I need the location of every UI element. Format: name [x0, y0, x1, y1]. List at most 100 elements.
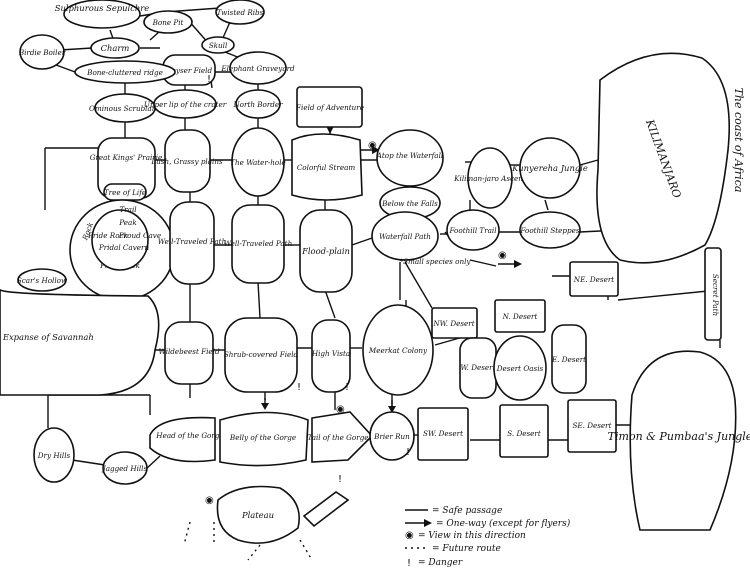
region-charm[interactable]: Charm: [90, 37, 140, 59]
region-colorful-stream[interactable]: Colorful Stream: [291, 133, 363, 201]
region-label: Birdie Boiler: [18, 48, 66, 57]
region-lush-grassy-plains[interactable]: Lush, Grassy plains: [150, 129, 223, 193]
region-tree-of-life[interactable]: Tree of Life: [103, 183, 147, 201]
region-n-desert[interactable]: N. Desert: [494, 299, 546, 333]
region-se-desert[interactable]: SE. Desert: [567, 399, 617, 453]
region-kilimanjaro-ascent[interactable]: Kiliman-jaro Ascent: [453, 147, 526, 209]
region-label: Secret Path: [711, 274, 720, 316]
secret-bridge[interactable]: !: [302, 474, 350, 528]
region-great-kings-prairie[interactable]: Great Kings' Prairie: [90, 137, 163, 199]
region-belly-of-the-gorge[interactable]: Belly of the Gorge: [219, 411, 309, 467]
region-label: Tree of Life: [104, 188, 146, 197]
region-nw-desert[interactable]: NW. Desert: [431, 307, 478, 339]
map-legend: = Safe passage = One-way (except for fly…: [405, 506, 571, 569]
region-kunyereha-jungle[interactable]: Kunyereha Jungle: [511, 137, 588, 199]
region-label: Bone Pit: [152, 18, 184, 27]
region-twisted-ribs[interactable]: Twisted Ribs: [215, 0, 265, 25]
region-wildebeest-field[interactable]: Wildebeest Field: [158, 321, 220, 385]
region-elephant-graveyard[interactable]: Elephant Graveyard: [220, 51, 295, 85]
legend-danger: = Danger: [418, 558, 463, 568]
region-label: SW. Desert: [423, 429, 463, 438]
future-routes: [183, 521, 313, 561]
region-label: W. Desert: [461, 363, 496, 372]
region-brier-run[interactable]: Brier Run !: [369, 411, 415, 461]
region-meerkat-colony[interactable]: Meerkat Colony: [362, 304, 434, 396]
region-flood-plain[interactable]: Flood-plain: [299, 209, 353, 293]
region-ne-desert[interactable]: NE. Desert: [569, 261, 619, 297]
region-high-vista[interactable]: High Vista: [311, 319, 351, 393]
region-label: Pridal Cavern: [98, 243, 150, 252]
region-desert-oasis[interactable]: Desert Oasis: [493, 335, 547, 401]
region-label: Waterfall Path: [379, 232, 431, 241]
region-foothill-trail[interactable]: Foothill Trail ◉: [446, 209, 507, 261]
region-shrub-covered-field[interactable]: Shrub-covered Field: [224, 317, 299, 393]
region-sulphurous-sepulchre[interactable]: Sulphurous Sepulchre: [55, 0, 150, 29]
region-atop-the-waterfall[interactable]: Atop the Waterfall ◉: [368, 129, 444, 187]
view-icon: ◉: [205, 495, 214, 506]
region-label: The Water-hole: [230, 158, 286, 167]
region-label: Sulphurous Sepulchre: [55, 3, 150, 13]
region-label: The coast of Africa: [732, 88, 745, 193]
region-birdie-boiler[interactable]: Birdie Boiler: [18, 34, 66, 70]
region-below-the-falls[interactable]: Below the Falls: [379, 186, 441, 220]
region-plateau[interactable]: Plateau ◉: [205, 485, 300, 544]
region-well-traveled-path-1[interactable]: Well-Traveled Path: [158, 201, 226, 285]
view-icon: ◉: [498, 250, 507, 261]
view-icon: ◉: [405, 530, 414, 541]
region-head-of-the-gorge[interactable]: Head of the Gorge: [149, 416, 224, 463]
region-upper-lip[interactable]: Upper lip of the crater: [144, 89, 227, 119]
region-label: Skull: [209, 41, 228, 50]
region-dry-hills[interactable]: Dry Hills: [33, 427, 75, 483]
region-label: Scar's Hollow: [17, 276, 67, 285]
region-label: Flood-plain: [301, 246, 350, 256]
danger-icon: !: [338, 474, 342, 485]
region-bone-pit[interactable]: Bone Pit: [143, 10, 193, 34]
region-label: Tail of the Gorge: [307, 433, 368, 442]
region-bone-cluttered-ridge[interactable]: Bone-cluttered ridge: [74, 60, 176, 84]
region-label: Great Kings' Prairie: [90, 153, 163, 162]
region-scars-hollow[interactable]: Scar's Hollow: [17, 268, 67, 292]
region-label: Field of Adventure: [295, 103, 364, 112]
legend-safe-passage: = Safe passage: [432, 506, 502, 516]
region-label: NE. Desert: [573, 275, 614, 284]
danger-icon: !: [407, 558, 411, 569]
region-sw-desert[interactable]: SW. Desert: [417, 407, 469, 461]
region-label: Belly of the Gorge: [229, 433, 296, 442]
region-label: Head of the Gorge: [155, 431, 223, 440]
region-label: NW. Desert: [432, 319, 474, 328]
region-label: High Vista: [311, 349, 350, 358]
region-label: Shrub-covered Field: [224, 350, 299, 359]
region-well-traveled-path-2[interactable]: Well-Traveled Path: [224, 204, 292, 284]
region-w-desert[interactable]: W. Desert: [459, 337, 497, 399]
region-label: Kiliman-jaro Ascent: [453, 174, 526, 183]
legend-future-route: = Future route: [432, 544, 501, 554]
region-field-of-adventure[interactable]: Field of Adventure: [295, 86, 364, 128]
region-skull[interactable]: Skull: [201, 36, 235, 54]
region-label: Vast Expanse of Savannah: [0, 332, 94, 342]
region-waterfall-path[interactable]: Waterfall Path *Small species only: [371, 211, 471, 266]
region-kilimanjaro[interactable]: KILIMANJARO: [596, 52, 731, 264]
region-the-waterhole[interactable]: The Water-hole: [230, 127, 286, 197]
region-tail-of-the-gorge[interactable]: Tail of the Gorge: [307, 411, 374, 463]
region-pride-rock-area[interactable]: Rock Pride Rock Trail Peak Pride Rock Pr…: [69, 199, 175, 301]
region-label: Foothill Steppes: [519, 226, 579, 235]
region-label: Upper lip of the crater: [144, 100, 227, 109]
region-north-border[interactable]: North Border: [232, 89, 283, 119]
region-label: Wildebeest Field: [158, 347, 220, 356]
region-timon-pumbaas-jungle[interactable]: Timon & Pumbaa's Jungle: [608, 350, 750, 531]
region-coast-of-africa[interactable]: The coast of Africa: [732, 88, 745, 193]
region-label: Atop the Waterfall: [376, 151, 443, 160]
view-icon: ◉: [368, 140, 377, 151]
region-label: E. Desert: [551, 355, 586, 364]
region-label: Charm: [101, 43, 130, 53]
region-e-desert[interactable]: E. Desert: [551, 324, 587, 394]
region-label: Peak: [118, 218, 136, 227]
region-foothill-steppes[interactable]: Foothill Steppes: [519, 211, 581, 249]
region-vast-expanse[interactable]: Vast Expanse of Savannah: [0, 289, 160, 396]
region-s-desert[interactable]: S. Desert: [499, 404, 549, 458]
region-secret-path[interactable]: Secret Path: [704, 247, 722, 341]
region-label: Dry Hills: [37, 451, 71, 460]
region-label: Plateau: [241, 510, 274, 520]
region-jagged-hills[interactable]: Jagged Hills: [101, 451, 148, 485]
